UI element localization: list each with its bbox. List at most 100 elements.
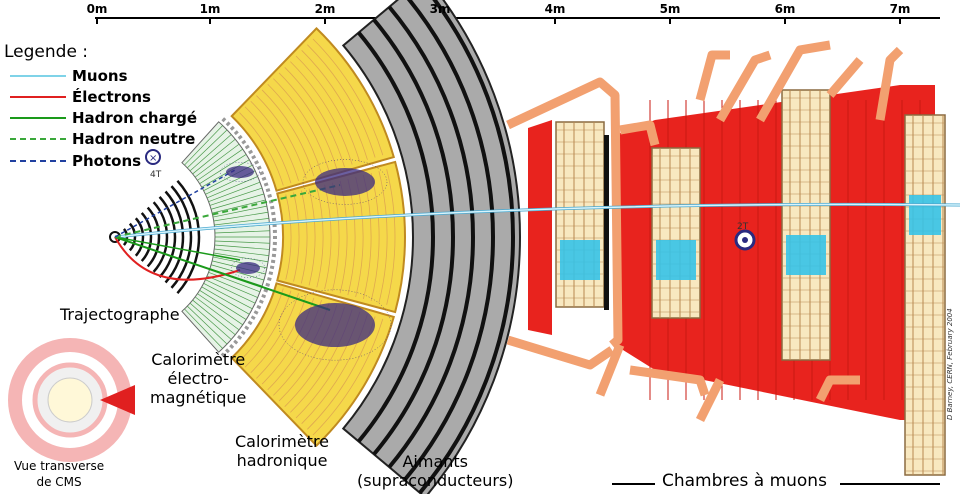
tracker-label: Trajectographe xyxy=(60,305,180,324)
ecal-crystal xyxy=(199,289,247,320)
inset-label-line: Vue transverse xyxy=(14,459,105,473)
tracker-layer xyxy=(152,201,169,273)
ruler-tick: 1m xyxy=(199,2,221,16)
hcal-segment xyxy=(230,26,396,192)
hcal-layer xyxy=(295,55,361,163)
ecal-crystal xyxy=(194,296,240,331)
preshower xyxy=(220,116,277,358)
hcal-layer xyxy=(378,171,388,303)
support-frame xyxy=(695,377,725,423)
legend-label: Électrons xyxy=(72,88,151,106)
hcal-layer xyxy=(312,318,384,436)
muon-chamber xyxy=(651,147,701,319)
support-frame xyxy=(506,77,623,349)
ecal-crystal xyxy=(197,293,243,326)
particle-shower xyxy=(315,168,375,196)
ecal-crystal xyxy=(214,240,270,244)
ecal-crystal xyxy=(206,275,258,298)
support-frame xyxy=(619,120,660,147)
hcal-layer xyxy=(307,44,376,158)
particle-shower xyxy=(295,303,375,347)
inset-label-line: de CMS xyxy=(36,475,82,489)
ecal-crystal xyxy=(189,134,232,172)
ecal-label-line: Calorimètre xyxy=(151,350,246,369)
rpc-highlight xyxy=(786,235,826,275)
ecal-crystal xyxy=(184,308,223,349)
ecal-crystal xyxy=(214,248,269,256)
muon-line-swatch xyxy=(10,75,66,77)
field-label-2t: 2T xyxy=(737,222,749,232)
hcal-layer xyxy=(324,184,332,290)
ecal-crystal xyxy=(192,138,236,175)
charged-hadron-track xyxy=(114,236,241,261)
inset-core xyxy=(47,377,93,423)
support-frame xyxy=(716,50,772,123)
shower-halo xyxy=(302,159,388,205)
support-frame xyxy=(629,365,710,397)
ruler-tick: 6m xyxy=(774,2,796,16)
hcal-layer xyxy=(300,190,308,284)
legend-label: Muons xyxy=(72,67,128,85)
ecal-crystal xyxy=(199,154,247,185)
shower-halo xyxy=(220,162,260,182)
photon-track xyxy=(114,169,236,238)
magnet-label: Aimants (supraconducteurs) xyxy=(357,452,514,490)
ecal-crystal xyxy=(201,159,250,188)
ruler-tick: 2m xyxy=(314,2,336,16)
hcal-layer xyxy=(244,290,292,368)
legend-label: Hadron neutre xyxy=(72,130,196,148)
magnet-coil-layer xyxy=(403,0,495,482)
muon-chamber xyxy=(904,114,946,476)
hcal-layer xyxy=(308,188,316,286)
hcal-layer xyxy=(293,192,300,282)
neutral-hadron-line-swatch xyxy=(10,138,66,140)
tracker-layer xyxy=(146,206,161,268)
return-yoke xyxy=(528,120,552,335)
magnet-coil-layer xyxy=(372,18,455,456)
ecal-crystal xyxy=(201,286,250,315)
ruler-tick: 7m xyxy=(889,2,911,16)
ecal-crystal xyxy=(184,125,223,166)
magnet-label-line: Aimants xyxy=(402,452,469,471)
ecal-crystal xyxy=(212,199,266,214)
magnet-coil-layer xyxy=(418,0,515,494)
legend-item-muons: Muons xyxy=(10,66,128,86)
hcal-label: Calorimètre hadronique xyxy=(235,432,329,470)
ecal-label-line: électro- xyxy=(167,369,229,388)
ecal-crystal xyxy=(187,129,228,169)
ruler-tick: 5m xyxy=(659,2,681,16)
hcal-layer xyxy=(301,50,368,160)
ecal-crystal xyxy=(212,205,267,218)
ecal-crystal xyxy=(210,193,265,210)
photon-line-swatch xyxy=(10,160,66,162)
particle-shower xyxy=(236,262,260,274)
inset-wedge-highlight xyxy=(100,385,135,415)
ruler-tick: 4m xyxy=(544,2,566,16)
field-label-4t: 4T xyxy=(150,170,162,180)
hcal-layer xyxy=(267,83,322,174)
hcal-layer xyxy=(239,112,284,186)
hcal-layer xyxy=(261,89,315,177)
hcal-layer xyxy=(244,106,292,184)
tracker-layer xyxy=(170,185,193,289)
ecal-crystal xyxy=(189,302,232,340)
muon-chamber xyxy=(781,89,831,361)
hcal-label-line: Calorimètre xyxy=(235,432,330,451)
support-frame xyxy=(695,50,730,102)
hcal-label-line: hadronique xyxy=(236,451,328,470)
legend-title: Legende : xyxy=(4,42,89,62)
support-frame xyxy=(595,343,625,397)
ecal-crystal xyxy=(213,211,269,222)
ecal-crystal xyxy=(206,176,258,199)
electron-line-swatch xyxy=(10,96,66,98)
hcal-layer xyxy=(290,61,353,165)
hcal-layer xyxy=(312,38,384,156)
hcal-segment xyxy=(276,160,406,314)
ecal-crystal xyxy=(214,244,270,250)
legend-item-charged-hadron: Hadron chargé xyxy=(10,108,197,128)
ecal-crystal xyxy=(210,264,265,281)
charged-hadron-line-swatch xyxy=(10,117,66,119)
rpc-highlight xyxy=(656,240,696,280)
legend-item-electrons: Électrons xyxy=(10,87,151,107)
